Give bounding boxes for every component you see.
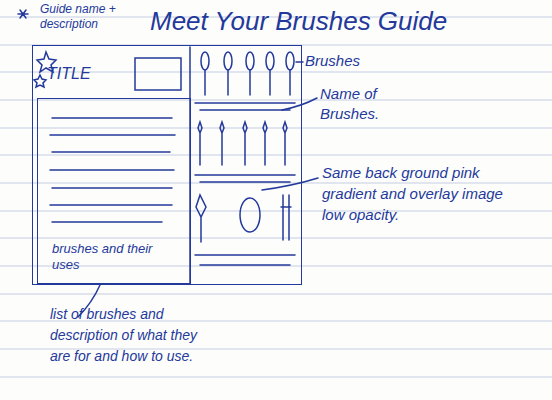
mockup-frame: TITLE brushes and their uses xyxy=(32,45,302,285)
text-line xyxy=(195,255,295,265)
image-placeholder xyxy=(135,58,181,90)
sketch-title: Meet Your Brushes Guide xyxy=(150,6,550,37)
text-line xyxy=(50,118,175,222)
leader-line xyxy=(282,98,317,110)
paper-lines xyxy=(0,17,552,377)
brush-row xyxy=(196,195,291,242)
text-line xyxy=(195,103,295,110)
text-line xyxy=(195,175,295,182)
star xyxy=(34,75,46,87)
leader-line xyxy=(262,178,318,190)
node-text: brushes and their uses xyxy=(52,241,162,273)
annotation-note: Name of Brushes. xyxy=(320,84,430,124)
annotation-note: Guide name + description xyxy=(40,2,152,32)
ink-sketch xyxy=(18,10,318,317)
brush-row xyxy=(201,52,294,95)
annotation-note: Brushes xyxy=(305,52,405,70)
node-text: TITLE xyxy=(47,64,127,83)
annotation-note: Same back ground pink gradient and overl… xyxy=(322,162,512,225)
scribble xyxy=(18,10,28,18)
brush-row xyxy=(198,122,287,165)
annotation-note: list of brushes and description of what … xyxy=(50,304,220,367)
brush-list-panel: brushes and their uses xyxy=(37,98,191,284)
